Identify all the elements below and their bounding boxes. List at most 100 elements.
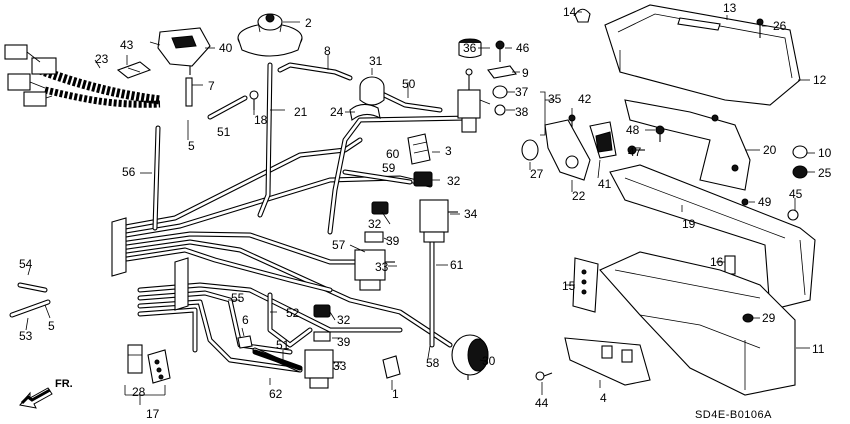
callout-36: 36 [463, 41, 477, 55]
callout-6: 6 [242, 313, 249, 327]
callout-41: 41 [598, 177, 612, 191]
callout-39: 39 [386, 234, 400, 248]
callout-57: 57 [332, 238, 346, 252]
callout-37: 37 [515, 85, 529, 99]
callout-35: 35 [548, 92, 562, 106]
part-4-bracket [564, 337, 651, 386]
callout-45: 45 [789, 187, 803, 201]
callout-19: 19 [682, 217, 696, 231]
part-48-bolt [655, 125, 665, 142]
part-20-bracket [624, 99, 751, 191]
callout-58: 58 [426, 356, 440, 370]
part-9-bracket [487, 65, 517, 79]
callout-5: 5 [48, 319, 55, 333]
callout-52: 52 [286, 306, 300, 320]
part-18-bolt [249, 90, 259, 110]
part-15-connector [572, 257, 599, 313]
callout-42: 42 [578, 92, 592, 106]
part-36-cap [458, 38, 482, 59]
part-30-vacuum-tank [451, 334, 489, 380]
callout-39: 39 [337, 335, 351, 349]
callout-7: 7 [208, 79, 215, 93]
callout-5: 5 [188, 139, 195, 153]
part-41-sensor [589, 121, 617, 159]
part-7-joint [185, 77, 193, 107]
callout-10: 10 [818, 146, 832, 160]
callout-54: 54 [19, 257, 33, 271]
callout-32: 32 [368, 217, 382, 231]
callout-62: 62 [269, 387, 283, 401]
callout-33: 33 [375, 260, 389, 274]
callout-12: 12 [813, 73, 827, 87]
callout-46: 46 [516, 41, 530, 55]
callout-3: 3 [445, 144, 452, 158]
part-17-clip-strip [147, 349, 171, 384]
callout-49: 49 [758, 195, 772, 209]
callout-43: 43 [120, 38, 134, 52]
part-2-actuator [237, 13, 303, 57]
callout-16: 16 [710, 255, 724, 269]
callout-47: 47 [628, 145, 642, 159]
callout-22: 22 [572, 189, 586, 203]
part-12-box-cover [604, 4, 801, 106]
connector-block-icon [4, 44, 28, 60]
part-49-screw [741, 198, 749, 206]
callout-53: 53 [19, 329, 33, 343]
callout-24: 24 [330, 105, 344, 119]
part-33-solenoid-valve [354, 249, 395, 291]
callout-61: 61 [450, 258, 464, 272]
part-26-screw [756, 18, 764, 38]
callout-8: 8 [324, 44, 331, 58]
callout-9: 9 [522, 66, 529, 80]
part-1-clip [382, 355, 401, 379]
callout-29: 29 [762, 311, 776, 325]
callout-14: 14 [563, 5, 577, 19]
part-28-bracket [127, 344, 143, 374]
tube-bundle-clamp-front [111, 217, 189, 311]
part-45-clip [787, 209, 799, 221]
leader-lines [25, 11, 815, 405]
callout-13: 13 [723, 1, 737, 15]
callout-27: 27 [530, 167, 544, 181]
part-44-bolt [535, 371, 553, 381]
callout-11: 11 [812, 342, 825, 356]
part-14-clip [574, 8, 591, 23]
callout-17: 17 [146, 407, 160, 421]
part-31-filter [359, 76, 385, 106]
callout-1: 1 [392, 387, 399, 401]
callout-30: 30 [482, 354, 496, 368]
part-29-grommet [742, 313, 754, 323]
callout-26: 26 [773, 19, 787, 33]
callout-18: 18 [254, 113, 268, 127]
callout-56: 56 [122, 165, 136, 179]
part-24-clamp [349, 103, 381, 121]
callout-51: 51 [276, 338, 290, 352]
part-3-clip [407, 133, 431, 165]
callout-28: 28 [132, 385, 146, 399]
callout-55: 55 [231, 291, 245, 305]
callout-21: 21 [294, 105, 308, 119]
part-46-bolt [495, 40, 505, 62]
part-37-grommet [492, 85, 508, 99]
callout-51: 51 [217, 125, 231, 139]
callout-40: 40 [219, 41, 233, 55]
part-43-clip [116, 61, 152, 79]
part-39-joint [313, 331, 331, 342]
callout-15: 15 [562, 279, 576, 293]
part-32-cap [371, 201, 389, 215]
callout-32: 32 [447, 174, 461, 188]
callout-34: 34 [464, 207, 478, 221]
direction-label: FR. [55, 378, 73, 390]
callout-2: 2 [305, 16, 312, 30]
part-35-control-valve [457, 68, 491, 133]
front-direction-arrow-icon [19, 387, 53, 409]
callout-59: 59 [382, 161, 396, 175]
part-16-clip [724, 255, 736, 275]
part-19-frame [609, 164, 816, 311]
part-32-cap [313, 304, 331, 318]
part-39-joint [364, 231, 384, 243]
callout-31: 31 [369, 54, 383, 68]
part-38-grommet [494, 104, 506, 116]
